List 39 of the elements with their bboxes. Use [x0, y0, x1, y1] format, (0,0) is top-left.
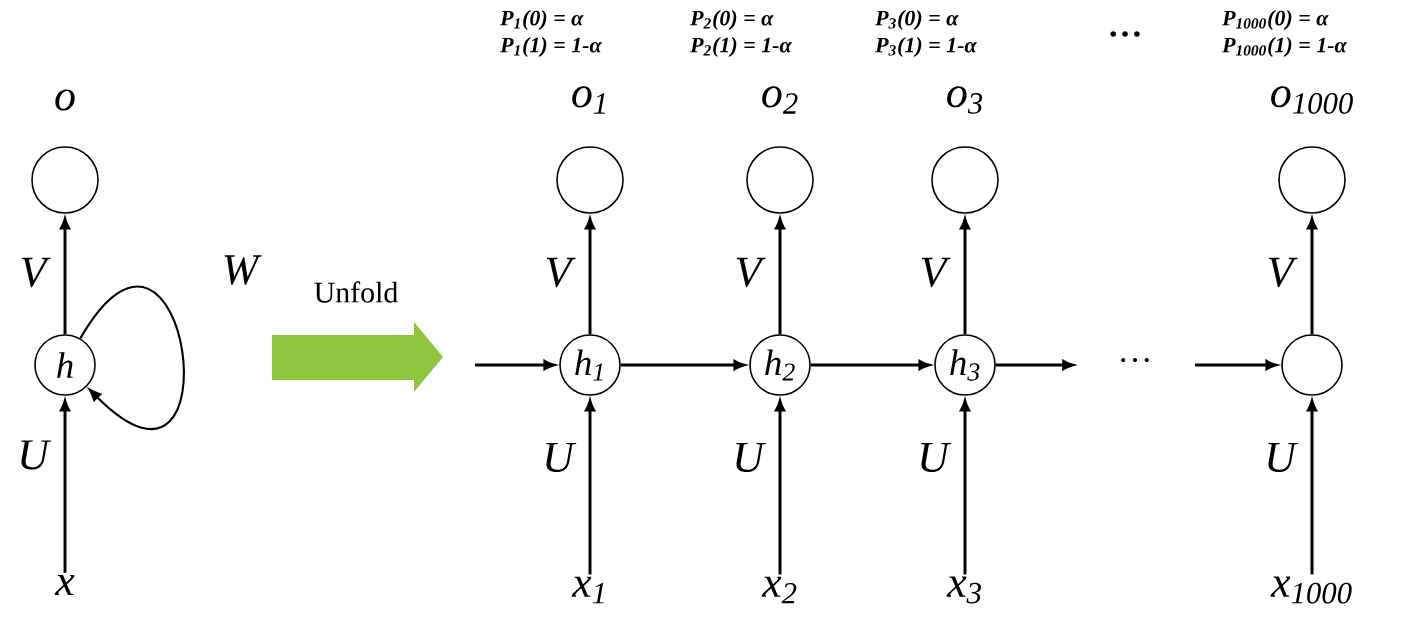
weight-label: V [732, 256, 766, 289]
weight-label: V [17, 256, 51, 289]
output-label: o [55, 89, 75, 111]
weight-label: U [15, 438, 52, 472]
input-label: x [54, 574, 75, 596]
ellipsis: … [1121, 357, 1149, 363]
unfold-label: Unfold [314, 281, 398, 303]
output-circle [931, 146, 999, 214]
weight-label: V [917, 256, 951, 289]
weight-label: U [1262, 441, 1299, 474]
probability-label: P$_{3}$(1) = 1-α [875, 37, 977, 57]
ellipsis: … [1110, 31, 1140, 37]
input-label: x$_{1}$ [571, 576, 604, 604]
weight-label: U [730, 441, 767, 474]
probability-label: P$_{1000}$(1) = 1-α [1222, 37, 1347, 57]
weight-label: U [915, 441, 952, 474]
output-label: o$_{1}$ [572, 86, 605, 114]
output-label: o$_{1000}$ [1271, 86, 1353, 114]
output-circle [556, 146, 624, 214]
output-circle [31, 146, 99, 214]
probability-label: P$_{2}$(0) = α [690, 10, 774, 30]
loop-arrow [79, 286, 185, 430]
output-circle [1278, 146, 1346, 214]
probability-label: P$_{3}$(0) = α [875, 10, 959, 30]
probability-label: P$_{1000}$(0) = α [1222, 10, 1329, 30]
probability-label: P$_{1}$(1) = 1-α [500, 37, 602, 57]
weight-label: U [540, 441, 577, 474]
input-label: x$_{2}$ [761, 576, 797, 604]
input-label: x$_{1000}$ [1270, 576, 1352, 604]
probability-label: P$_{1}$(0) = α [500, 10, 584, 30]
weight-label: V [1264, 256, 1298, 289]
weight-label: W [219, 253, 262, 287]
output-label: o$_{2}$ [762, 86, 798, 114]
output-label: o$_{3}$ [947, 86, 983, 114]
hidden-state-circle [1281, 334, 1343, 396]
output-circle [746, 146, 814, 214]
weight-label: V [542, 256, 576, 289]
probability-label: P$_{2}$(1) = 1-α [690, 37, 792, 57]
input-label: x$_{3}$ [946, 576, 981, 604]
